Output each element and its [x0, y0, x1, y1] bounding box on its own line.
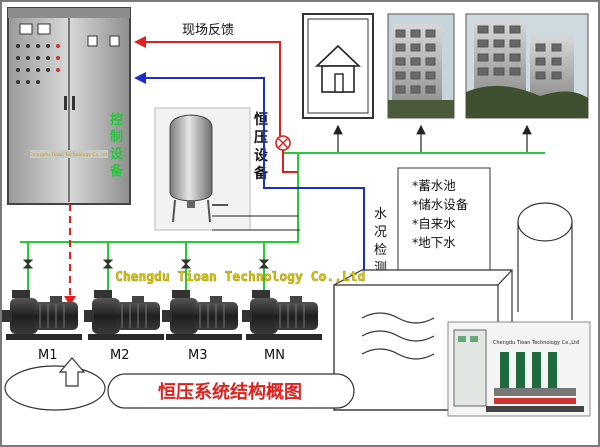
tank-connectors [212, 215, 300, 231]
skid-text: Chengdu Tioan Technology Co.,Ltd [493, 340, 579, 346]
svg-text:*蓄水池*储水设备*自来水*地下水: *蓄水池*储水设备*自来水*地下水 [412, 178, 469, 250]
inlet-ellipse [4, 365, 106, 411]
apartment-building-2 [465, 13, 589, 119]
cabinet-label: 控制设备 [109, 112, 124, 179]
equipment-skid: Chengdu Tioan Technology Co.,Ltd [447, 321, 591, 417]
pump-label-m2: M2 [110, 348, 130, 363]
cabinet-small-label: Chengdu Tioan Technology Co.,ltd. [29, 152, 109, 158]
pump-labels: M1 M2 M3 MN [38, 348, 285, 363]
pressure-tank [154, 107, 251, 231]
water-label: 水况检测 [374, 207, 387, 276]
control-cabinet: Chengdu Tioan Technology Co.,ltd. 控制设备 [7, 7, 131, 205]
tank-label: 恒压设备 [253, 111, 269, 182]
svg-text:恒压设备: 恒压设备 [253, 111, 269, 182]
valves [22, 259, 270, 269]
pump-label-m1: M1 [38, 348, 58, 363]
pump-label-m3: M3 [188, 348, 208, 363]
inlet-arrow [58, 357, 86, 387]
pump-label-mn: MN [264, 348, 285, 363]
pump-row [2, 290, 322, 340]
signal-line [134, 72, 365, 335]
house-image [302, 13, 374, 119]
feedback-label: 现场反馈 [182, 23, 234, 38]
apartment-building-1 [387, 13, 455, 119]
company-name: Chengdu Tioan Technology Co.,Ltd [115, 270, 365, 285]
title-block: 恒压系统结构概图 [107, 373, 355, 409]
water-source-box: *蓄水池*储水设备*自来水*地下水 [397, 167, 491, 271]
pump-2 [84, 290, 164, 340]
cylinder-tank [517, 202, 573, 320]
pump-1 [2, 290, 82, 340]
diagram-title: 恒压系统结构概图 [158, 381, 302, 403]
pump-4 [242, 290, 322, 340]
supply-arrows [333, 124, 532, 153]
pump-3 [162, 290, 242, 340]
feedback-line [134, 36, 298, 173]
